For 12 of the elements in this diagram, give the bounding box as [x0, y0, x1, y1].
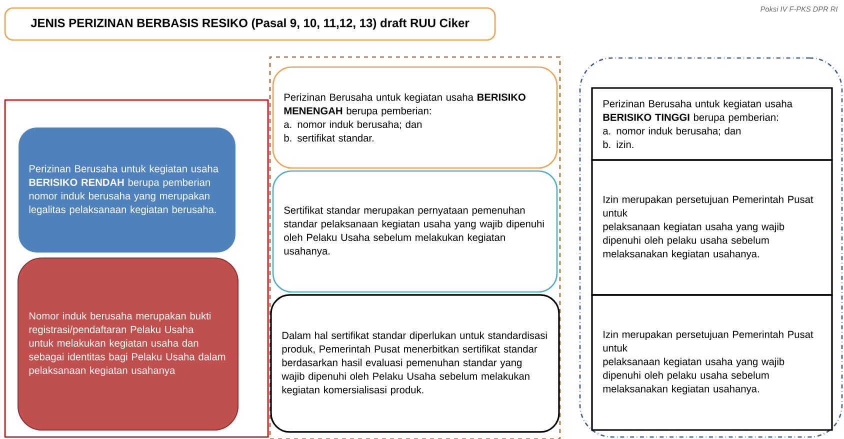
text-cell: Izin merupakan persetujuan Pemerintah Pusat untuk pelaksanaan kegiatan usaha yang wajib dipenuhi oleh pelaku usaha sebelum melaksanakan kegiatan usahanya.: [591, 159, 833, 296]
rounded-box: Dalam hal sertifikat standar diperlukan untuk standardisasi produk, Pemerintah Pusat menerbitkan sertifikat standar berdasarkan hasil evaluasi pemenuhan standar yang wajib dipenuhi oleh Pelaku Usaha sebelum melakukan kegiatan komersialisasi produk.: [270, 294, 560, 433]
panel-frame: [579, 57, 843, 438]
rounded-box: Nomor induk berusaha merupakan bukti registrasi/pendaftaran Pelaku Usaha untuk melakukan kegiatan usaha dan sebagai identitas bagi Pelaku Usaha dalam pelaksanaan kegiatan usahanya: [17, 257, 239, 431]
rounded-box: Perizinan Berusaha untuk kegiatan usaha BERISIKO RENDAH berupa pemberian nomor induk berusaha yang merupakan legalitas pelaksanaan kegiatan berusaha.: [17, 126, 237, 254]
rounded-box: Sertifikat standar merupakan pernyataan pemenuhan standar pelaksanaan kegiatan usaha yang wajib dipenuhi oleh Pelaku Usaha sebelum melakukan kegiatan usahanya.: [272, 170, 558, 293]
panel-frame: [269, 56, 561, 439]
rounded-box: Perizinan Berusaha untuk kegiatan usaha BERISIKO MENENGAH berupa pemberian: a. nomor induk berusaha; dan b. sertifikat standar.: [272, 66, 558, 169]
panel-frame: [4, 99, 269, 438]
text-cell: Perizinan Berusaha untuk kegiatan usaha BERISIKO TINGGI berupa pemberian: a. nomor induk berusaha; dan b. izin.: [591, 87, 833, 161]
title-box: JENIS PERIZINAN BERBASIS RESIKO (Pasal 9, 10, 11,12, 13) draft RUU Ciker: [4, 7, 496, 41]
text-cell: Izin merupakan persetujuan Pemerintah Pusat untuk pelaksanaan kegiatan usaha yang wajib dipenuhi oleh pelaku usaha sebelum melaksanakan kegiatan usahanya.: [591, 294, 833, 431]
